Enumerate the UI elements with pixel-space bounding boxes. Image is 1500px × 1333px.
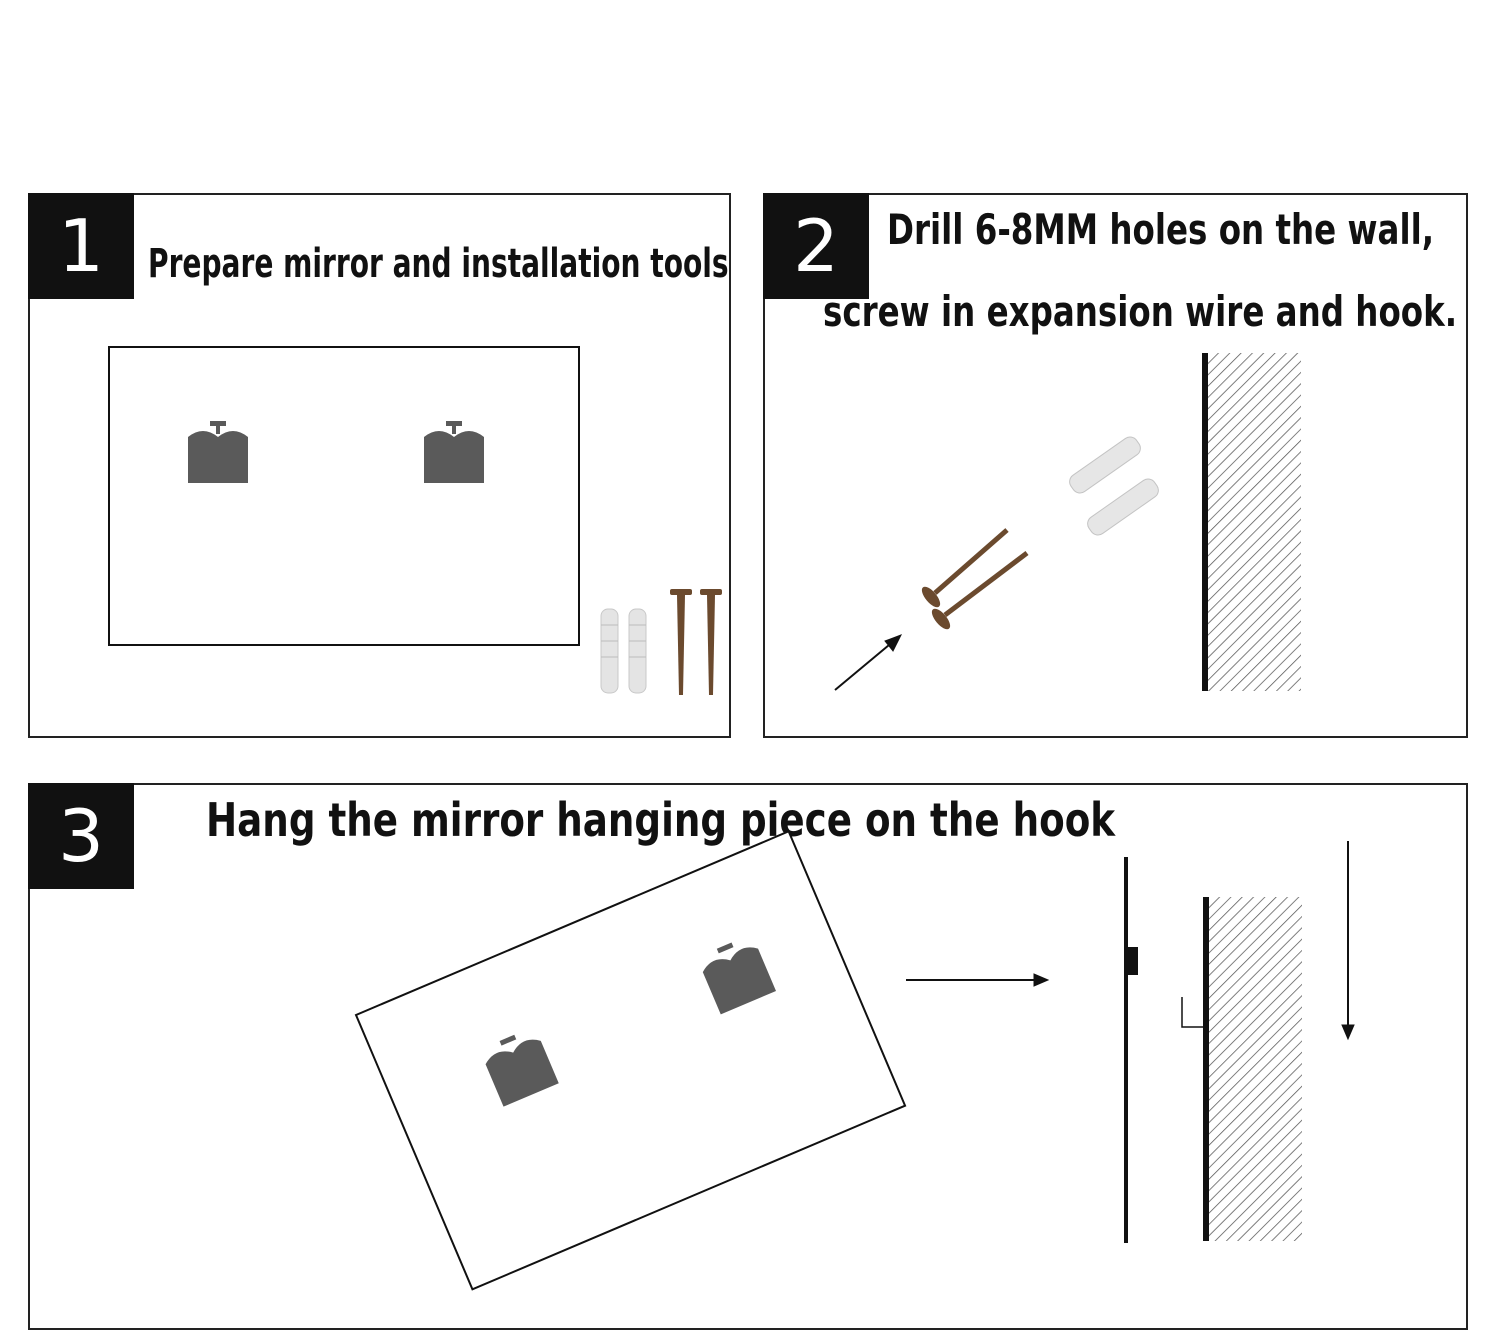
mirror-hanger-icon [188,421,248,483]
mirror-hanger-icon [702,942,777,1015]
wall-icon [1203,897,1302,1241]
step-2-title-line-2: screw in expansion wire and hook. [823,287,1458,336]
screw-icon [670,589,722,695]
step-3-title: Hang the mirror hanging piece on the hoo… [206,793,1116,847]
arrow-icon [834,634,903,691]
arrow-icon [906,973,1050,987]
mirror [108,346,580,646]
expansion-anchor-icon [600,608,647,694]
step-2-panel: 2 Drill 6-8MM holes on the wall, screw i… [763,193,1468,738]
step-2-number: 2 [763,193,869,299]
mirror-hanger-icon [424,421,484,483]
mirror-hanger-icon [485,1034,559,1107]
step-1-number: 1 [28,193,134,299]
step-3-illustration [354,830,1355,1291]
step-1-panel: 1 Prepare mirror and installation tools [28,193,731,738]
step-1-title: Prepare mirror and installation tools [148,241,729,287]
mirror [354,830,907,1291]
screw-icon [921,528,1029,630]
step-2-illustration [834,353,1301,691]
hook-icon [1181,997,1205,1028]
step-1-illustration [108,346,722,695]
step-2-title-line-1: Drill 6-8MM holes on the wall, [887,205,1435,254]
arrow-icon [1341,841,1355,1041]
step-3-panel: 3 Hang the mirror hanging piece on the h… [28,783,1468,1330]
mirror-side-view-icon [1124,857,1138,1243]
wall-icon [1202,353,1301,691]
step-3-number: 3 [28,783,134,889]
expansion-anchor-icon [1069,436,1159,536]
